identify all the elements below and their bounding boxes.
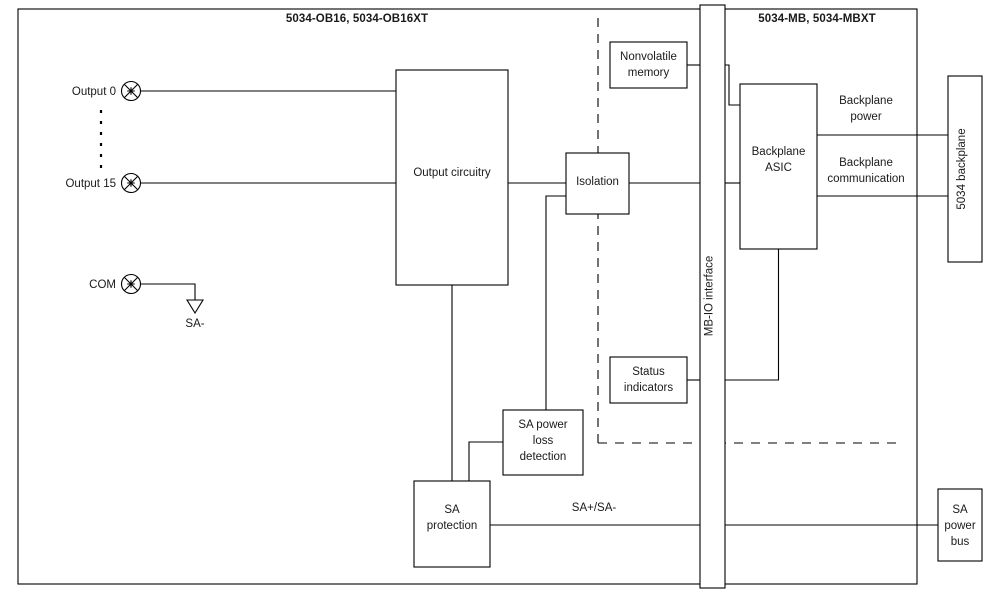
- sa-minus-label: SA-: [185, 318, 204, 330]
- screw-terminal-icon-output15: [120, 172, 142, 194]
- wire-sa-protection-to-power-loss: [468, 441, 503, 481]
- wire-com-to-ground: [141, 283, 196, 300]
- block-sa-power-loss-detection: [502, 409, 584, 476]
- block-output-circuitry: [395, 69, 509, 286]
- block-sa-protection-label-2: protection: [427, 520, 478, 532]
- wire-asic-to-mbio-bottom: [725, 249, 780, 381]
- block-sa-protection-label-1: SA: [444, 504, 460, 516]
- block-sa-power-loss-label-1: SA power: [518, 419, 567, 431]
- block-mb-io-interface-label: MB-IO interface: [704, 256, 716, 337]
- sa-minus-reference-icon: [186, 299, 204, 315]
- screw-terminal-icon-output0: [120, 80, 142, 102]
- block-sa-power-loss-label-3: detection: [520, 451, 567, 463]
- wire-label-backplane-comm-1: Backplane: [839, 157, 893, 169]
- block-backplane-asic: [739, 83, 818, 250]
- block-nonvolatile-memory-label-2: memory: [628, 67, 670, 79]
- wire-label-sa-plus-minus: SA+/SA-: [572, 502, 617, 514]
- block-backplane-asic-label-1: Backplane: [752, 146, 806, 158]
- block-sa-power-bus: [937, 488, 983, 562]
- block-status-indicators-label-2: indicators: [624, 382, 673, 394]
- screw-terminal-icon-com: [120, 273, 142, 295]
- block-5034-backplane: [947, 75, 983, 263]
- wire-isolation-to-sa-power-loss: [545, 195, 566, 410]
- wire-label-backplane-power-2: power: [850, 111, 881, 123]
- terminal-label-output15: Output 15: [65, 178, 116, 190]
- terminal-label-com: COM: [89, 279, 116, 291]
- block-output-circuitry-label: Output circuitry: [413, 167, 491, 179]
- title-mb: 5034-MB, 5034-MBXT: [758, 13, 875, 25]
- block-nonvolatile-memory: [609, 41, 688, 89]
- wire-asic-to-mbio-top: [725, 64, 740, 106]
- block-status-indicators-label-1: Status: [632, 366, 665, 378]
- block-backplane-asic-label-2: ASIC: [765, 162, 792, 174]
- block-sa-protection: [413, 480, 491, 568]
- title-ob16: 5034-OB16, 5034-OB16XT: [286, 13, 428, 25]
- block-5034-backplane-label: 5034 backplane: [956, 128, 968, 209]
- wire-label-backplane-power-1: Backplane: [839, 95, 893, 107]
- block-sa-power-bus-label-3: bus: [951, 536, 970, 548]
- block-sa-power-loss-label-2: loss: [533, 435, 554, 447]
- block-nonvolatile-memory-label-1: Nonvolatile: [620, 51, 677, 63]
- block-isolation-label: Isolation: [576, 176, 619, 188]
- terminal-label-output0: Output 0: [72, 86, 116, 98]
- block-status-indicators: [609, 356, 688, 404]
- block-mb-io-interface: [699, 4, 726, 589]
- wire-label-backplane-comm-2: communication: [827, 173, 904, 185]
- block-sa-power-bus-label-1: SA: [952, 504, 968, 516]
- block-sa-power-bus-label-2: power: [944, 520, 975, 532]
